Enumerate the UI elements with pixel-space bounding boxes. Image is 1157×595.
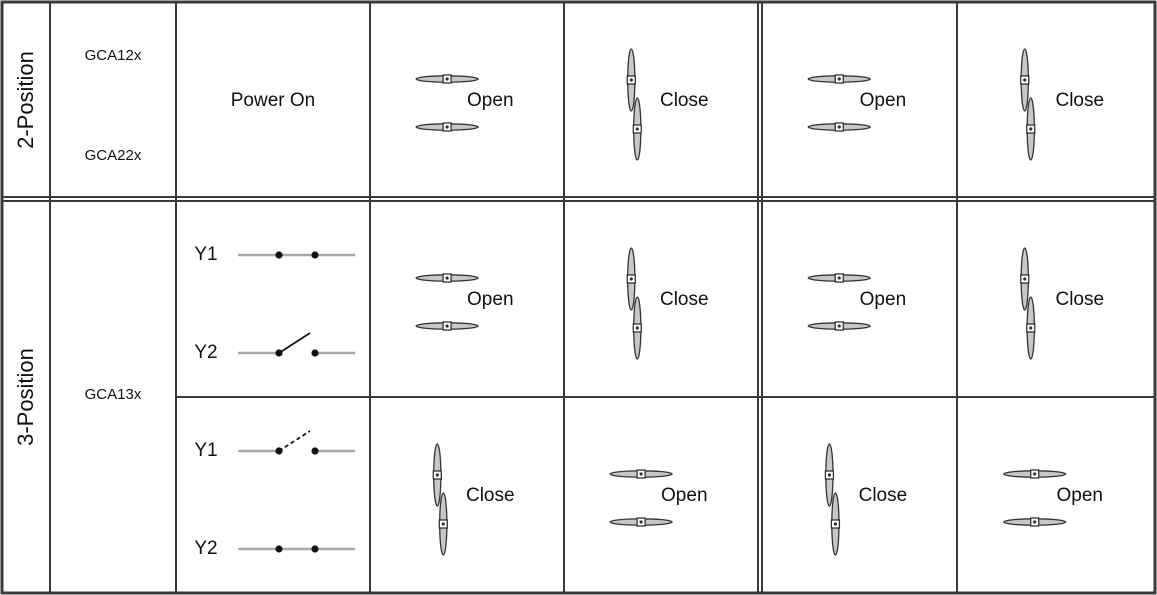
damper-blade (807, 321, 871, 331)
damper-blade (415, 273, 479, 283)
damper-blade (415, 321, 479, 331)
damper-blade (830, 492, 841, 556)
state-label-close: Close (466, 485, 515, 506)
model-label: GCA12x (85, 47, 142, 64)
model-label: GCA22x (85, 147, 142, 164)
category-label-3-position: 3-Position (13, 348, 38, 446)
damper-blade (632, 97, 642, 161)
damper-blade (1026, 296, 1036, 360)
state-label-open: Open (860, 90, 906, 111)
state-label-close: Close (660, 289, 709, 310)
damper-blade (609, 469, 673, 479)
damper-blade (807, 273, 871, 283)
damper-blade (824, 443, 835, 507)
damper-blades-vertical-icon (626, 247, 642, 360)
switch-icon (238, 545, 355, 553)
state-label-open: Open (467, 90, 513, 111)
damper-blades-horizontal-icon (807, 273, 871, 331)
damper-blade (1020, 247, 1030, 311)
damper-blades-vertical-icon (824, 443, 841, 556)
state-label-open: Open (1057, 485, 1103, 506)
condition-label: Power On (231, 90, 315, 111)
signal-label: Y2 (194, 342, 217, 363)
signal-label: Y1 (194, 440, 217, 461)
damper-blades-horizontal-icon (415, 74, 479, 132)
damper-blade (807, 74, 871, 84)
state-label-open: Open (860, 289, 906, 310)
damper-blades-vertical-icon (626, 48, 642, 161)
switch-icon (238, 251, 355, 259)
damper-blades-horizontal-icon (609, 469, 673, 527)
damper-blade (432, 443, 442, 507)
damper-blade (626, 48, 636, 112)
state-label-close: Close (1055, 289, 1104, 310)
model-label: GCA13x (85, 386, 142, 403)
category-label-2-position: 2-Position (13, 51, 38, 149)
damper-blade (438, 492, 448, 556)
damper-blade (415, 74, 479, 84)
state-label-close: Close (660, 90, 709, 111)
state-label-close: Close (859, 485, 908, 506)
damper-blade (609, 517, 673, 527)
damper-blade (626, 247, 636, 311)
damper-blade (1020, 48, 1030, 112)
damper-blade (1003, 517, 1067, 527)
signal-label: Y2 (194, 538, 217, 559)
damper-blades-horizontal-icon (807, 74, 871, 132)
damper-blades-vertical-icon (1020, 247, 1036, 360)
switch-icon (238, 332, 355, 357)
state-label-close: Close (1055, 90, 1104, 111)
state-label-open: Open (467, 289, 513, 310)
signal-label: Y1 (194, 244, 217, 265)
state-label-open: Open (661, 485, 707, 506)
damper-blades-horizontal-icon (415, 273, 479, 331)
damper-blades-horizontal-icon (1003, 469, 1067, 527)
damper-blade (415, 122, 479, 132)
damper-blade (632, 296, 642, 360)
damper-blade (807, 122, 871, 132)
damper-blade (1026, 97, 1036, 161)
damper-blades-vertical-icon (432, 443, 448, 556)
switch-icon (238, 430, 355, 455)
damper-blades-vertical-icon (1020, 48, 1036, 161)
damper-blade (1003, 469, 1067, 479)
